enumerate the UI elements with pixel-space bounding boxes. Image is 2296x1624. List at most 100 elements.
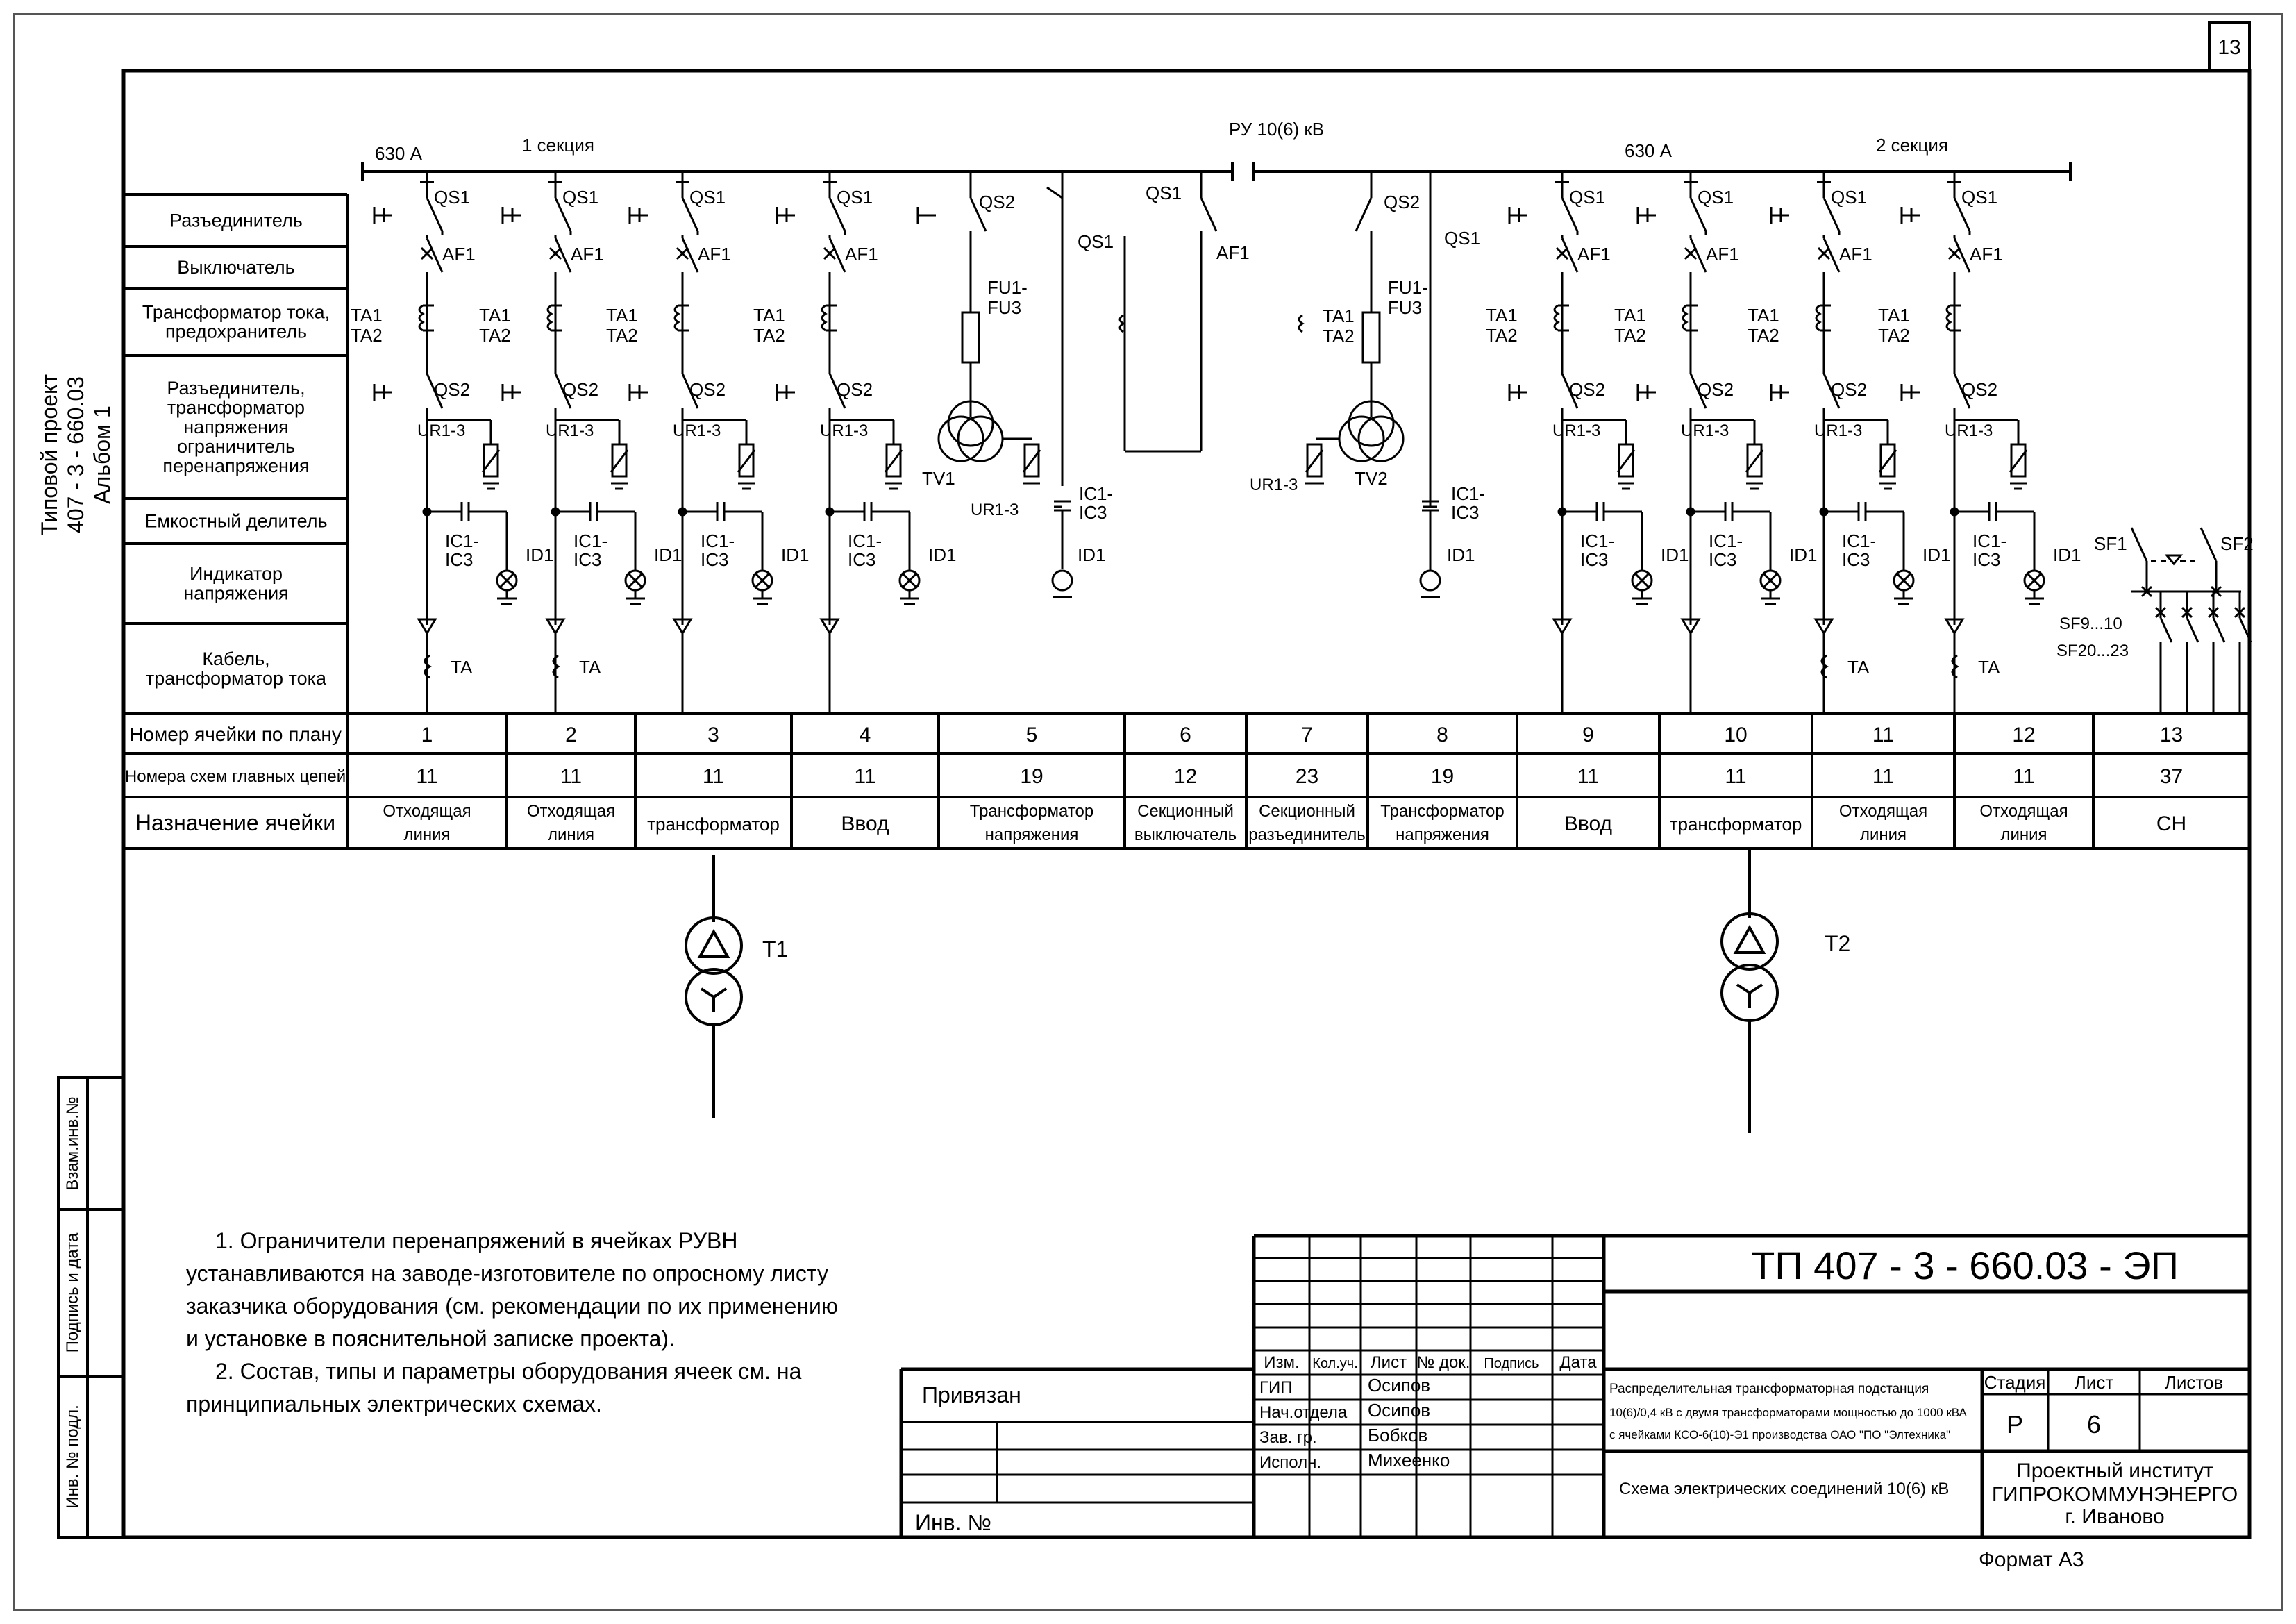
cell-purpose-12-b: линия xyxy=(2000,826,2047,844)
af1-label: AF1 xyxy=(1970,244,2003,265)
strip-podpis-data: Подпись и дата xyxy=(63,1232,82,1353)
org-line-2: ГИПРОКОММУНЭНЕРГО xyxy=(1992,1483,2238,1506)
cell-number-5: 5 xyxy=(1026,723,1038,746)
tv1-ur-label: UR1-3 xyxy=(971,501,1019,519)
cell-scheme-4: 11 xyxy=(854,765,875,788)
cell8-ta2-label: TA2 xyxy=(1323,326,1355,346)
cell-number-11: 11 xyxy=(1872,723,1894,746)
row-header-purpose: Назначение ячейки xyxy=(135,810,335,835)
cable-end xyxy=(545,618,566,635)
row-label-6-1: трансформатор тока xyxy=(146,668,327,689)
arrester-body xyxy=(1306,443,1323,478)
qs2-blade xyxy=(969,197,987,232)
strip-inv-podl: Инв. № подл. xyxy=(63,1405,82,1509)
cable-end xyxy=(672,618,693,635)
qs2-label: QS2 xyxy=(1831,379,1867,400)
feeder-cell-6 xyxy=(1636,171,1782,714)
ic1-label: IC1- xyxy=(1972,530,2006,551)
tb-name-0: Осипов xyxy=(1368,1375,1430,1396)
breaker-cross xyxy=(2234,606,2246,619)
tb-name-2: Бобков xyxy=(1368,1425,1427,1446)
qs2-label: QS2 xyxy=(1698,379,1734,400)
tb-col-2: Лист xyxy=(1371,1353,1407,1372)
cell-purpose-11-b: линия xyxy=(1860,826,1907,844)
ta2-label: TA2 xyxy=(479,325,511,346)
id1-label: ID1 xyxy=(2053,544,2081,565)
arrester-body xyxy=(1618,443,1634,478)
af1-label: AF1 xyxy=(442,244,476,265)
breaker-blade xyxy=(2212,617,2226,643)
breaker-cross xyxy=(1947,246,1961,260)
cell8-qs1-label: QS1 xyxy=(1444,228,1480,249)
bus-current-1: 630 А xyxy=(375,143,423,164)
row-label-0-0: Разъединитель xyxy=(169,210,303,231)
qs1-blade xyxy=(1953,197,1971,232)
cell-scheme-5: 19 xyxy=(1020,765,1043,788)
power-transformer-t1 xyxy=(685,855,743,1118)
breaker-cross xyxy=(1817,246,1831,260)
breaker-cross xyxy=(823,246,837,260)
org-line-3: г. Иваново xyxy=(2065,1505,2164,1528)
cell-purpose-13: СН xyxy=(2156,812,2186,835)
cell-purpose-6-b: выключатель xyxy=(1134,826,1237,844)
cell-5-tv1 xyxy=(916,171,1041,485)
cell-number-7: 7 xyxy=(1301,723,1313,746)
description-line-2: 10(6)/0,4 кВ с двумя трансформаторами мо… xyxy=(1609,1406,1968,1419)
tv1-qs2-label: QS2 xyxy=(979,192,1015,212)
arrester-body xyxy=(610,449,629,473)
id1-label: ID1 xyxy=(1922,544,1950,565)
fu1-label: FU1- xyxy=(987,277,1028,298)
sf20-label: SF20...23 xyxy=(2056,642,2129,660)
bus-section-2: 2 секция xyxy=(1876,135,1948,156)
cell-purpose-2-b: линия xyxy=(548,826,594,844)
fu2-label: FU1- xyxy=(1388,277,1428,298)
qs1-label: QS1 xyxy=(562,187,598,208)
ct-coil xyxy=(1950,304,1961,332)
id1-label: ID1 xyxy=(1661,544,1689,565)
feeder-cell-3 xyxy=(628,171,773,714)
ta2-label: TA2 xyxy=(1748,325,1779,346)
sheet-label: Лист xyxy=(2075,1372,2114,1393)
cell-scheme-12: 11 xyxy=(2013,765,2034,788)
cell-purpose-10: трансформатор xyxy=(1670,814,1802,835)
breaker-cross xyxy=(1684,246,1698,260)
tv-winding xyxy=(937,415,984,462)
breaker-cross xyxy=(676,246,689,260)
qs2-label: QS2 xyxy=(1569,379,1605,400)
tb-role-2: Зав. гр. xyxy=(1259,1428,1317,1447)
cell-7-sectional-disconnector xyxy=(1118,171,1218,453)
breaker-cross xyxy=(1555,246,1569,260)
sn-branch-3 xyxy=(2207,592,2226,714)
ta1-label: TA1 xyxy=(479,305,511,326)
af1-blade xyxy=(426,237,444,273)
row-label-3-4: перенапряжения xyxy=(162,455,309,476)
cell6-id1-label: ID1 xyxy=(1078,544,1105,565)
cell-number-10: 10 xyxy=(1724,723,1747,746)
ta-label: TA xyxy=(451,657,473,678)
cell-purpose-8-a: Трансформатор xyxy=(1380,802,1504,821)
qs2-blade xyxy=(1561,373,1579,409)
qs1-blade xyxy=(426,197,444,232)
row-label-3-1: трансформатор xyxy=(167,397,305,418)
arrester-body xyxy=(738,443,755,478)
indicator-lamp xyxy=(1634,572,1650,589)
af1-label: AF1 xyxy=(1839,244,1872,265)
qs2-blade xyxy=(1355,197,1373,232)
ct-coil xyxy=(1686,304,1698,332)
arrester-body xyxy=(737,449,756,473)
breaker-blade xyxy=(2159,617,2173,643)
cell-number-6: 6 xyxy=(1180,723,1191,746)
cell-number-9: 9 xyxy=(1582,723,1594,746)
ct-coil xyxy=(1815,304,1822,332)
cell-number-2: 2 xyxy=(565,723,577,746)
org-line-1: Проектный институт xyxy=(2016,1459,2213,1482)
ic3-label: IC3 xyxy=(1842,549,1870,570)
arrester-body xyxy=(1879,443,1896,478)
qs1-label: QS1 xyxy=(689,187,726,208)
ic1-label: IC1- xyxy=(848,530,882,551)
